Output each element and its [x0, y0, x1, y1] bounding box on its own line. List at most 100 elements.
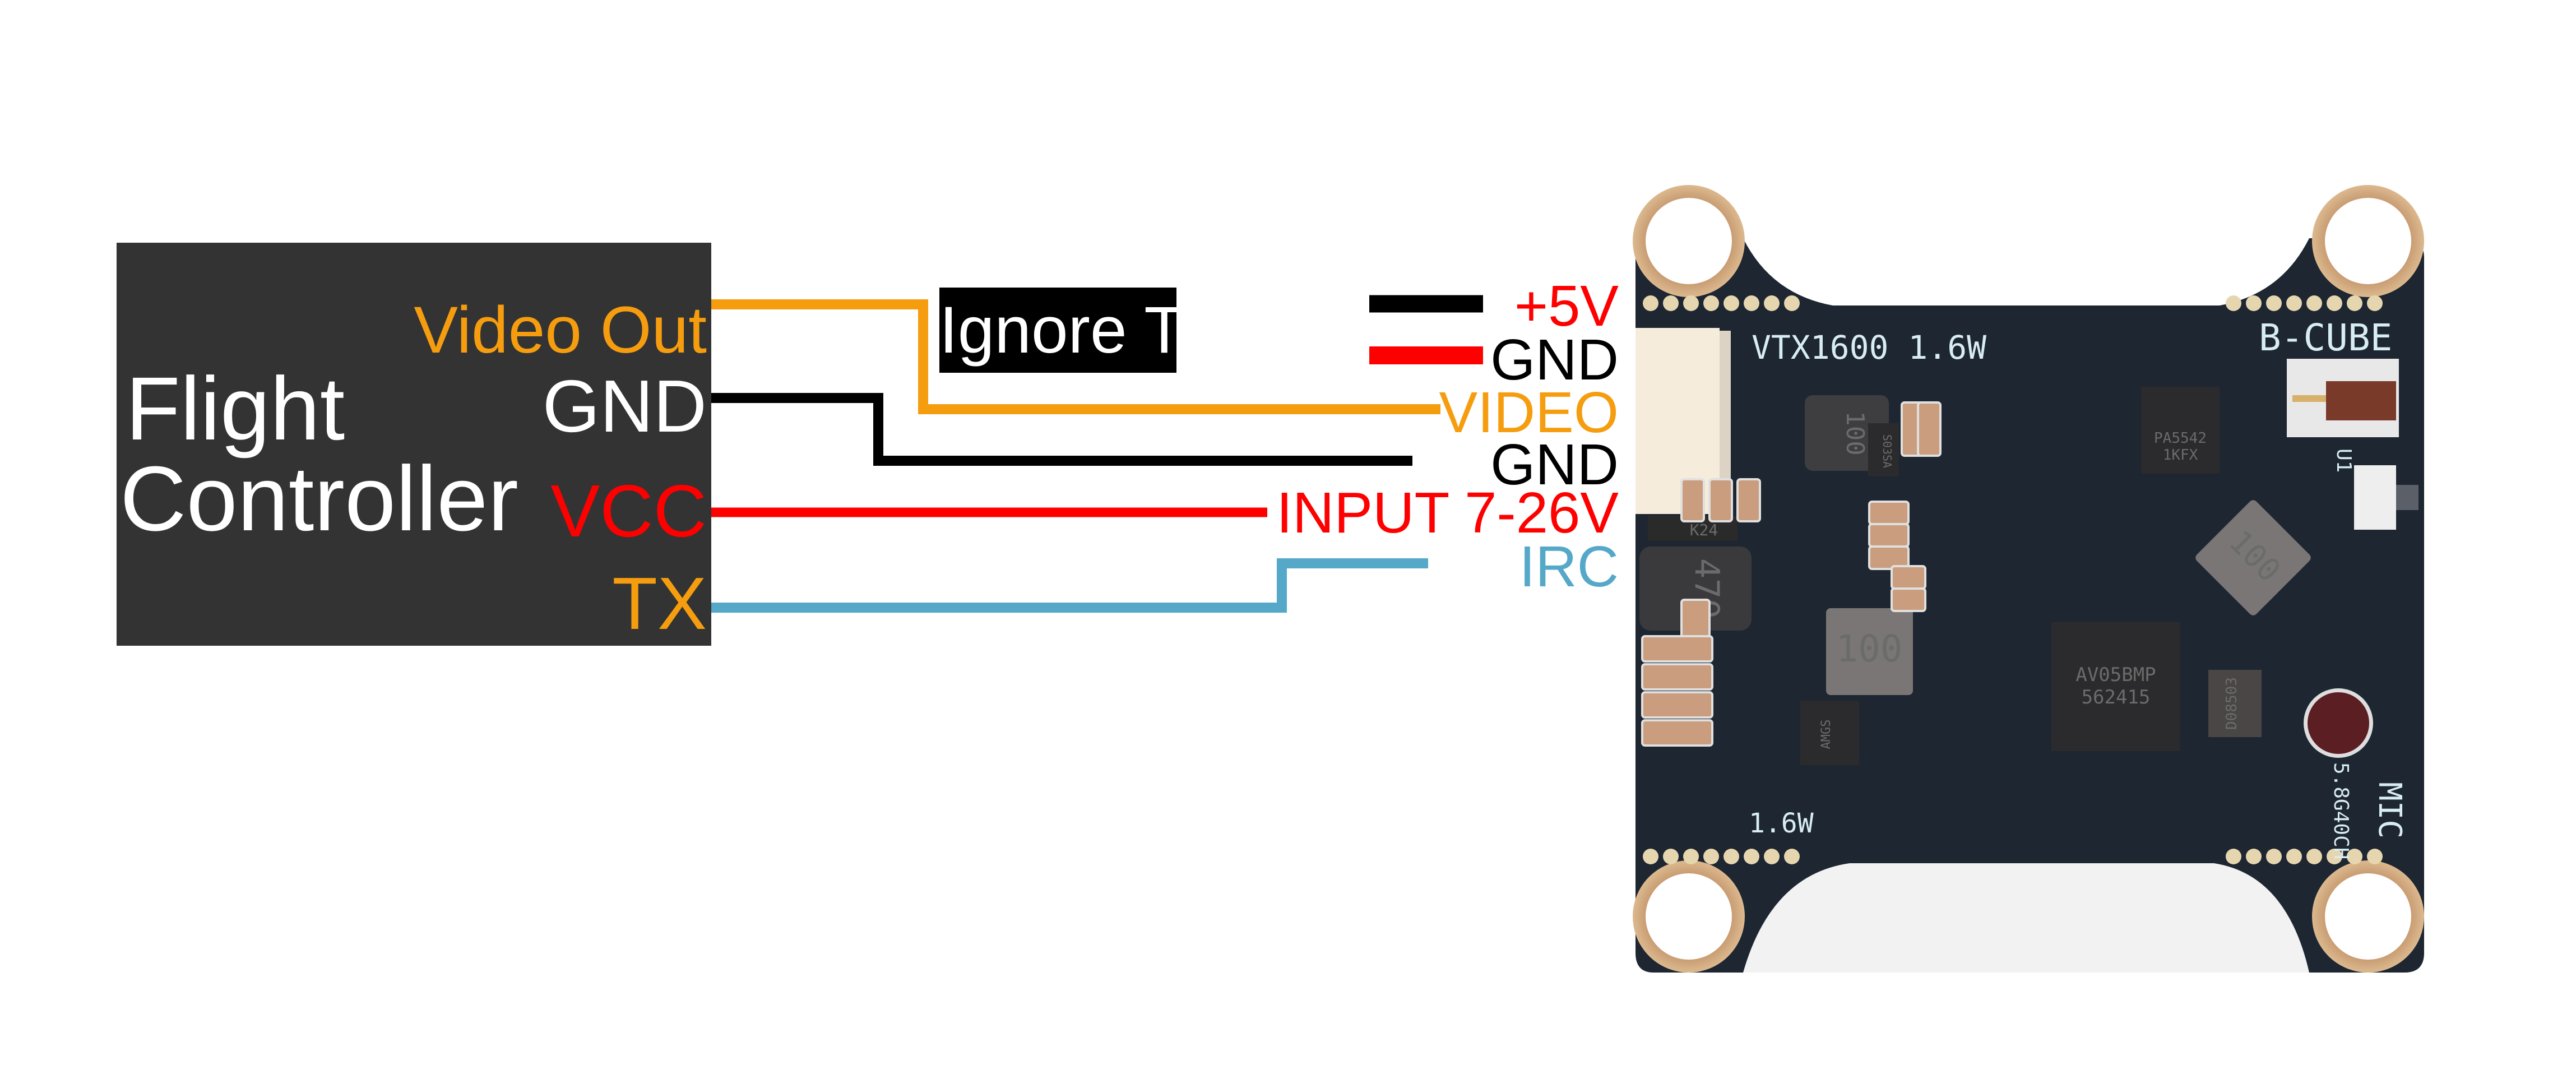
castellated-pad — [1744, 295, 1759, 311]
wire-gnd — [711, 393, 1412, 466]
vtx-pin-gnd: GND — [1490, 432, 1619, 497]
castellated-pad — [2367, 295, 2383, 311]
button-switch — [2354, 465, 2419, 530]
flight-controller-box: Flight Controller Video Out GND VCC TX — [117, 243, 711, 646]
castellated-pad — [2266, 849, 2282, 864]
fc-pin-vcc: VCC — [550, 470, 707, 552]
castellated-pad — [1683, 295, 1699, 311]
castellated-pad — [1643, 295, 1658, 311]
castellated-pad — [2306, 295, 2322, 311]
mount-hole-bottom-left — [1633, 860, 1745, 973]
svg-text:562415: 562415 — [2082, 686, 2151, 709]
castellated-pad — [1764, 849, 1780, 864]
castellated-pad — [1703, 295, 1719, 311]
castellated-pad — [2266, 295, 2282, 311]
capacitor — [1708, 478, 1733, 522]
castellated-pad — [2286, 849, 2302, 864]
castellated-pad — [2246, 849, 2262, 864]
castellated-pad — [1663, 849, 1679, 864]
castellated-pads — [1643, 295, 2383, 864]
inductor-100-top: 100 — [1805, 395, 1889, 471]
fc-pin-video-out: Video Out — [414, 293, 707, 367]
castellated-pad — [2327, 295, 2342, 311]
chip-amgs: AMGS — [1800, 701, 1859, 765]
castellated-pad — [1764, 295, 1780, 311]
silk-brand: B-CUBE — [2259, 316, 2392, 359]
capacitor — [1917, 401, 1942, 457]
wire-tx-irc — [711, 558, 1428, 613]
svg-text:100: 100 — [1836, 627, 1902, 670]
castellated-pad — [2347, 849, 2362, 864]
capacitor — [1680, 478, 1705, 522]
svg-text:S03SA: S03SA — [1880, 434, 1894, 468]
capacitor — [1641, 635, 1713, 663]
svg-text:AV05BMP: AV05BMP — [2075, 664, 2156, 686]
vtx-pin-5v: +5V — [1514, 274, 1619, 338]
vtx-pin-irc: IRC — [1519, 534, 1619, 599]
castellated-pad — [1744, 849, 1759, 864]
svg-text:1KFX: 1KFX — [2163, 447, 2198, 464]
capacitor — [1891, 587, 1926, 612]
svg-text:D08503: D08503 — [2223, 677, 2240, 730]
svg-text:PA5542: PA5542 — [2154, 430, 2207, 447]
microphone — [2304, 688, 2373, 758]
silk-power: 1.6W — [1749, 808, 1814, 839]
capacitor — [1868, 545, 1910, 570]
silk-model: VTX1600 1.6W — [1752, 328, 1986, 367]
capacitor — [1641, 663, 1713, 691]
svg-text:AMGS: AMGS — [1819, 720, 1833, 749]
diode-k24: K24 — [1648, 516, 1738, 541]
chip-main-av05bmp: AV05BMP 562415 — [2051, 622, 2180, 751]
inductor-100-right: 100 — [2195, 500, 2311, 615]
castellated-pad — [1784, 295, 1800, 311]
capacitor — [1641, 691, 1713, 719]
castellated-pad — [1723, 849, 1739, 864]
svg-text:100: 100 — [1841, 411, 1869, 455]
capacitor — [1868, 501, 1910, 525]
silk-u1: U1 — [2332, 448, 2355, 473]
castellated-pad — [2286, 295, 2302, 311]
vtx-pin-gnd-ignored: GND — [1490, 327, 1619, 392]
mount-hole-top-left — [1633, 185, 1745, 297]
mmcx-connector — [2287, 359, 2399, 437]
capacitor — [1868, 523, 1910, 548]
castellated-pad — [1703, 849, 1719, 864]
fc-title-line1: Flight — [126, 358, 345, 459]
pcb-bottom-notch — [1743, 863, 2309, 973]
castellated-pad — [1663, 295, 1679, 311]
castellated-pad — [2367, 849, 2383, 864]
chip-pa5542: PA5542 1KFX — [2141, 387, 2220, 474]
vtx-pin-video: VIDEO — [1439, 380, 1619, 445]
castellated-pad — [2306, 849, 2322, 864]
mount-hole-top-right — [2312, 185, 2424, 297]
fc-pin-gnd: GND — [542, 365, 707, 447]
capacitor — [1891, 565, 1926, 590]
castellated-pad — [1683, 849, 1699, 864]
vtx-pin-input-voltage: INPUT 7-26V — [1276, 480, 1619, 545]
wire-video — [711, 299, 1440, 414]
castellated-pad — [2327, 849, 2342, 864]
silk-channels: 5.8G40CH — [2329, 762, 2352, 859]
pcb-top-notch — [1743, 238, 2309, 305]
capacitors — [1641, 401, 1942, 747]
castellated-pad — [1643, 849, 1658, 864]
inductor-100-center: 100 — [1826, 608, 1913, 695]
jst-connector — [1636, 328, 1731, 514]
castellated-pad — [2246, 295, 2262, 311]
mount-hole-bottom-right — [2312, 860, 2424, 973]
chip-d08503: D08503 — [2208, 670, 2262, 737]
fc-title-line2: Controller — [120, 447, 518, 550]
fc-pin-tx: TX — [612, 562, 707, 645]
silk-mic: MIC — [2371, 782, 2408, 839]
castellated-pad — [2226, 849, 2241, 864]
chip-s03sa: S03SA — [1868, 423, 1899, 476]
capacitor — [1641, 719, 1713, 747]
castellated-pad — [1784, 849, 1800, 864]
castellated-pad — [2347, 295, 2362, 311]
castellated-pad — [1723, 295, 1739, 311]
capacitor — [1736, 478, 1761, 522]
svg-text:K24: K24 — [1690, 521, 1718, 539]
castellated-pad — [2226, 295, 2241, 311]
